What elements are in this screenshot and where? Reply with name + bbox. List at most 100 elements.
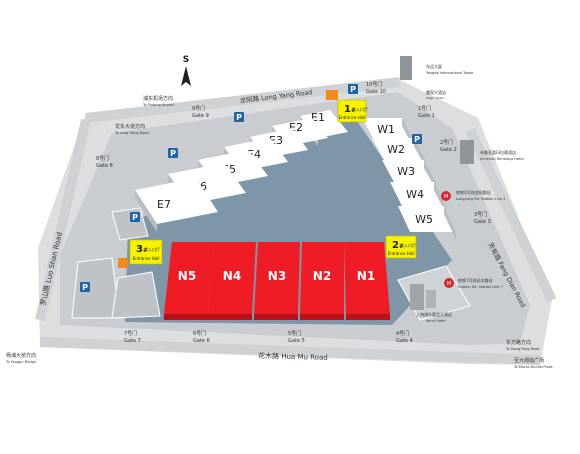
gate-9-cn: 9号门 (192, 105, 205, 112)
jumeirah-hotel-en: Jumeirah Himalaya Hotel (479, 157, 524, 161)
gate-2-cn: 2号门 (440, 139, 453, 146)
road-right (465, 127, 557, 303)
gate-4-en: Gate 4 (396, 338, 413, 344)
kerry-hotel-building-2 (426, 290, 436, 308)
entrance-2-en: Entrance Hall (388, 251, 415, 256)
gate-1-en: Gate 1 (418, 113, 435, 119)
gate-3-en: Gate 3 (474, 219, 491, 225)
dir-macro-thumb-en: To Macro-thumb Plaza (513, 365, 552, 369)
svg-text:M: M (447, 281, 451, 287)
yongda-tower-en: Yongda International Tower (426, 71, 474, 75)
parking-lot-sw (71, 257, 121, 319)
hall-w5[interactable]: W5 (398, 206, 456, 240)
parking-sign-2-label: P (236, 113, 242, 122)
parking-sign-4-label: P (132, 213, 138, 222)
yongda-tower-building (400, 56, 412, 80)
entrance-hall-1[interactable]: 1# 入口厅 Entrance Hall (337, 99, 368, 123)
hall-n4-label: N4 (223, 269, 241, 283)
parking-sign-6[interactable]: P (412, 134, 422, 144)
hall-n3[interactable]: N3 (254, 242, 300, 320)
hall-e7[interactable]: E7 (135, 178, 218, 232)
gate-6-en: Gate 6 (193, 338, 210, 344)
gate-10-en: Gate 10 (366, 89, 386, 95)
parking-lot-round (111, 271, 161, 319)
kerry-hotel-en: Kerry Hotel (426, 319, 446, 323)
gate-1-cn: 1号门 (418, 105, 431, 112)
dir-longdong-en: To Long Dong Road (114, 131, 149, 135)
hall-n5[interactable]: N5 (164, 242, 214, 320)
gate-10-cn: 10号门 (366, 81, 382, 88)
compass: S (181, 55, 191, 86)
hall-e7-label: E7 (157, 198, 171, 211)
dir-yangpu-bridge-en: To Yangpu Bridge (5, 360, 36, 364)
hall-w3-label: W3 (397, 165, 415, 178)
gate-5-cn: 5号门 (288, 330, 301, 337)
compass-letter: S (183, 55, 189, 65)
parking-sign-6-label: P (414, 135, 420, 144)
parking-sign-2[interactable]: P (234, 112, 244, 122)
gate-8-cn: 8号门 (96, 155, 109, 162)
entrance-2-cn: 入口厅 (404, 243, 416, 248)
dir-pudong-airport-en: To Pudong Airport (142, 103, 175, 107)
gate-3-cn: 3号门 (474, 211, 487, 218)
gate-2-en: Gate 2 (440, 147, 457, 153)
metro-line7-cn: 地铁7号线花木路站 (458, 277, 493, 283)
entrance-3-en: Entrance Hall (133, 256, 160, 261)
magic-hotel-en: Magic Hotel (426, 96, 444, 100)
hall-n1[interactable]: N1 (344, 242, 390, 320)
gate-9-en: Gate 9 (192, 113, 209, 119)
dir-pudong-airport-cn: 浦东机场方向 (143, 95, 173, 102)
svg-text:M: M (444, 194, 448, 200)
metro-line2-cn: 地铁2号线龙阳路站 (456, 189, 491, 195)
entrance-marker-orange-3 (118, 258, 128, 268)
hall-n1-label: N1 (357, 269, 375, 283)
entrance-3-cn: 入口厅 (148, 247, 160, 252)
entrance-marker-orange-1 (326, 90, 338, 100)
hall-e1-label: E1 (311, 111, 325, 124)
parking-sign-5[interactable]: P (80, 282, 90, 292)
metro-sign-line2[interactable]: M (441, 191, 451, 201)
yongda-tower-cn: 东远大厦 (426, 63, 442, 69)
entrance-2-num: 2# (392, 240, 404, 251)
metro-sign-line7[interactable]: M (444, 278, 454, 288)
hall-w4-label: W4 (406, 188, 424, 201)
magic-hotel-cn: 魔泉大酒店 (426, 89, 446, 95)
metro-line7-en: Huamu Rd. Station Line 7 (458, 285, 503, 289)
hall-n4[interactable]: N4 (208, 242, 256, 320)
metro-line2-en: Longyang Rd. Station Line 2 (456, 197, 505, 201)
dir-yangpu-bridge-cn: 杨浦大桥方向 (6, 352, 36, 359)
hall-n3-label: N3 (268, 269, 286, 283)
gate-6-cn: 6号门 (193, 330, 206, 337)
parking-sign-1-label: P (350, 85, 356, 94)
entrance-hall-3[interactable]: 3# 入口厅 Entrance Hall (129, 239, 163, 265)
parking-sign-4[interactable]: P (130, 212, 140, 222)
entrance-3-num: 3# (136, 244, 148, 255)
hall-w2-label: W2 (387, 143, 405, 156)
entrance-1-num: 1# (344, 104, 356, 115)
compass-arrow-icon (181, 66, 191, 86)
parking-sign-1[interactable]: P (348, 84, 358, 94)
dir-dongfang-en: To Dong Fang Road (505, 347, 539, 351)
entrance-1-cn: 入口厅 (356, 107, 368, 112)
jumeirah-hotel-building (460, 140, 474, 164)
kerry-hotel-cn: 上海浦东嘉里大酒店 (416, 311, 452, 317)
road-left (35, 118, 91, 322)
parking-sign-3[interactable]: P (168, 148, 178, 158)
entrance-hall-2[interactable]: 2# 入口厅 Entrance Hall (385, 235, 417, 259)
hall-w5-label: W5 (415, 213, 433, 226)
hall-n5-label: N5 (178, 269, 196, 283)
dir-macro-thumb-cn: 至大拇指广场 (514, 357, 544, 364)
road-top (85, 77, 401, 123)
parking-sign-5-label: P (82, 283, 88, 292)
gate-4-cn: 4号门 (396, 330, 409, 337)
kerry-hotel-building (410, 284, 424, 310)
dir-dongfang-cn: 东方路方向 (506, 339, 531, 346)
parking-sign-3-label: P (170, 149, 176, 158)
hall-w1-label: W1 (377, 123, 395, 136)
road-bottom-label: 花木路 Hua Mu Road (258, 351, 328, 362)
entrance-1-en: Entrance Hall (339, 115, 366, 120)
hall-n2[interactable]: N2 (300, 242, 344, 320)
gate-7-en: Gate 7 (124, 338, 141, 344)
road-bottom (39, 337, 541, 365)
